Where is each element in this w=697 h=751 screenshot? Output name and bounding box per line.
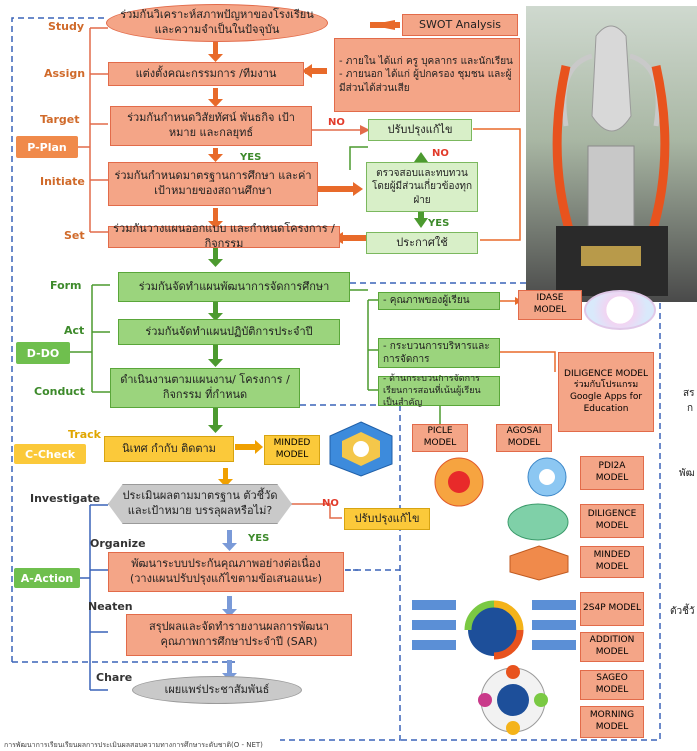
stage-initiate: Initiate (40, 175, 85, 188)
model-picle: PICLE MODEL (412, 424, 468, 452)
stage-form: Form (50, 279, 82, 292)
box-stakeholders: - ภายใน ได้แก่ ครู บุคลากร และนักเรียน -… (334, 38, 520, 112)
agosai-diagram-icon (516, 456, 578, 498)
box-form: ร่วมกันจัดทำแผนพัฒนาการจัดการศึกษา (118, 272, 350, 302)
model-diligence-a: DILIGENCE MODEL ร่วมกับโปรแกรม Google Ap… (558, 352, 654, 432)
box-evaluate: ประเมินผลตามมาตรฐาน ตัวชี้วัด และเป้าหมา… (108, 484, 292, 524)
box-set: ร่วมกันวางแผนออกแบบ และกำหนดโครงการ /กิจ… (108, 222, 340, 250)
stage-target: Target (40, 113, 80, 126)
idase-diagram-icon (584, 290, 656, 330)
stage-neaten: Neaten (88, 600, 133, 613)
stage-study: Study (48, 20, 85, 33)
box-conduct: ดำเนินงานตามแผนงาน/ โครงการ / กิจกรรม ที… (110, 368, 300, 408)
box-study: ร่วมกันวิเคราะห์สภาพปัญหาของโรงเรียนและค… (106, 4, 328, 42)
flag-yes-3: YES (248, 533, 270, 544)
box-review: ตรวจสอบและทบทวนโดยผู้มีส่วนเกี่ยวข้องทุก… (366, 162, 478, 212)
model-addition: ADDITION MODEL (580, 632, 644, 662)
model-2s4p: 2S4P MODEL (580, 592, 644, 626)
stage-chare: Chare (96, 671, 133, 684)
box-organize: พัฒนาระบบประกันคุณภาพอย่างต่อเนื่อง (วาง… (108, 552, 344, 592)
trophy-image (526, 6, 697, 302)
model-morning: MORNING MODEL (580, 706, 644, 738)
side-text-2: พัฒ (679, 468, 695, 479)
model-minded-a: MINDED MODEL (264, 435, 320, 465)
stage-set: Set (64, 229, 85, 242)
phase-action: A-Action (14, 568, 80, 588)
side-text-3: ตัวชี้วั (670, 606, 695, 617)
box-target: ร่วมกันกำหนดวิสัยทัศน์ พันธกิจ เป้าหมาย … (110, 106, 312, 146)
stage-organize: Organize (90, 537, 146, 550)
s4p-diagram-icon (410, 592, 578, 668)
stage-conduct: Conduct (34, 385, 85, 398)
phase-check: C-Check (14, 444, 86, 464)
stage-investigate: Investigate (30, 492, 101, 505)
phase-plan: P-Plan (16, 136, 78, 158)
box-teaching: - ด้านกระบวนการจัดการเรียนการสอนที่เน้นผ… (378, 374, 500, 408)
flag-no-3: NO (322, 498, 339, 509)
footer-caption: การพัฒนาการเรียนเรียนผลการประเมินผลสอบคว… (4, 741, 263, 749)
stage-assign: Assign (44, 67, 86, 80)
minded-diagram-icon (322, 420, 400, 478)
box-announce: ประกาศใช้ (366, 232, 478, 254)
addition-diagram-icon (458, 664, 568, 736)
pdi2a-diagram-icon (502, 502, 574, 542)
box-revise-1: ปรับปรุงแก้ไข (368, 119, 472, 141)
flag-yes-1: YES (240, 152, 262, 163)
model-diligence-b: DILIGENCE MODEL (580, 504, 644, 538)
flag-no-2: NO (432, 148, 449, 159)
side-text-1: สร (683, 388, 695, 399)
box-mgmt: - กระบวนการบริหารและการจัดการ (378, 338, 500, 368)
phase-do: D-DO (16, 342, 70, 364)
stakeholders-internal: - ภายใน ได้แก่ ครู บุคลากร และนักเรียน (339, 55, 513, 67)
stage-act: Act (64, 324, 85, 337)
box-assign: แต่งตั้งคณะกรรมการ /ทีมงาน (108, 62, 304, 86)
model-idase: IDASE MODEL (518, 290, 582, 320)
box-quality: - คุณภาพของผู้เรียน (378, 292, 500, 310)
box-act: ร่วมกันจัดทำแผนปฏิบัติการประจำปี (118, 319, 340, 345)
flag-no-1: NO (328, 117, 345, 128)
box-swot: SWOT Analysis (402, 14, 518, 36)
box-neaten: สรุปผลและจัดทำรายงานผลการพัฒนาคุณภาพการศ… (126, 614, 352, 656)
box-initiate: ร่วมกันกำหนดมาตรฐานการศึกษา และค่าเป้าหม… (108, 162, 318, 206)
stage-track: Track (68, 428, 101, 441)
flag-yes-2: YES (428, 218, 450, 229)
model-minded-b: MINDED MODEL (580, 546, 644, 578)
side-text-1b: ก (687, 403, 694, 414)
picle-diagram-icon (420, 456, 498, 508)
stakeholders-external: - ภายนอก ได้แก่ ผู้ปกครอง ชุมชน และผู้มี… (339, 69, 512, 94)
model-pdi2a: PDI2A MODEL (580, 456, 644, 490)
box-chare: เผยแพร่ประชาสัมพันธ์ (132, 676, 302, 704)
model-agosai: AGOSAI MODEL (496, 424, 552, 452)
trophy-icon (552, 25, 670, 296)
box-track: นิเทศ กำกับ ติดตาม (104, 436, 234, 462)
diligence-diagram-icon (500, 544, 578, 582)
box-revise-2: ปรับปรุงแก้ไข (344, 508, 430, 530)
model-sageo: SAGEO MODEL (580, 670, 644, 700)
